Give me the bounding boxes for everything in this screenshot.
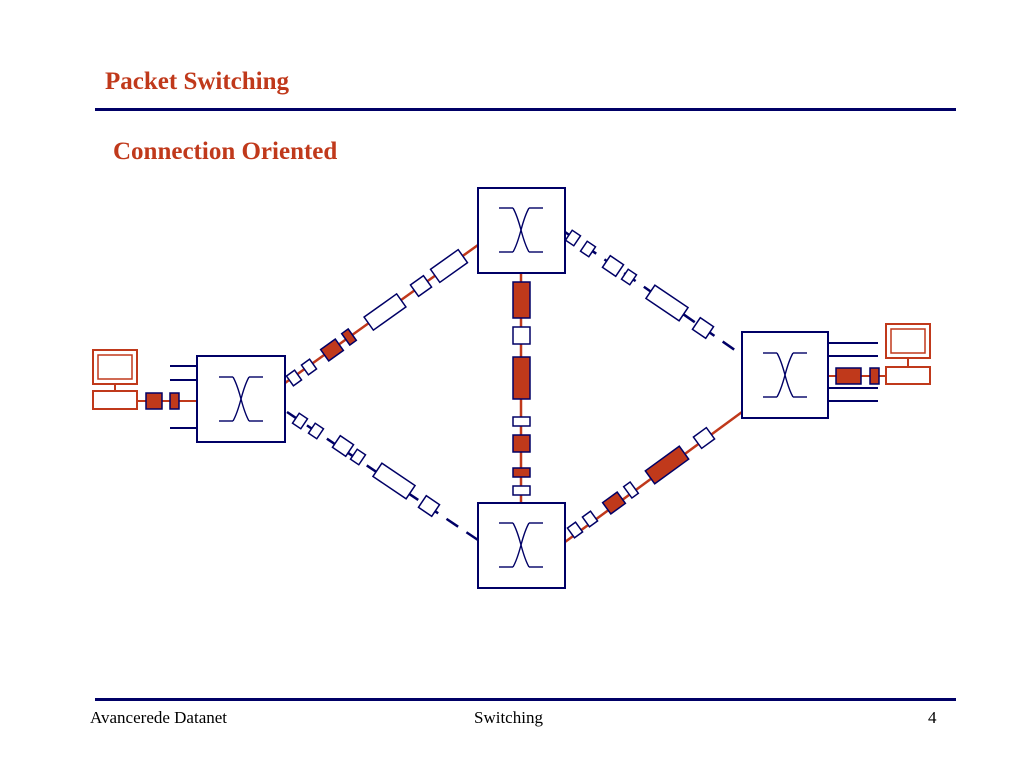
footer-course: Avancerede Datanet bbox=[90, 708, 228, 727]
packet bbox=[285, 369, 303, 387]
packet bbox=[512, 356, 531, 400]
packet bbox=[644, 284, 690, 322]
packet bbox=[620, 268, 638, 286]
packet bbox=[691, 316, 715, 340]
packet bbox=[564, 229, 582, 247]
packet bbox=[291, 412, 309, 430]
footer-divider bbox=[95, 698, 956, 701]
packet bbox=[169, 392, 180, 410]
packet bbox=[644, 445, 690, 485]
packet bbox=[512, 326, 531, 345]
packet bbox=[692, 426, 716, 450]
packet bbox=[581, 510, 599, 528]
switch-top bbox=[477, 187, 566, 274]
switch-bottom bbox=[477, 502, 566, 589]
packet bbox=[371, 462, 417, 500]
packet bbox=[512, 467, 531, 478]
switch-right bbox=[741, 331, 829, 419]
packet bbox=[869, 367, 880, 385]
packet bbox=[145, 392, 163, 410]
host-right bbox=[885, 323, 931, 385]
packet bbox=[512, 281, 531, 319]
packet bbox=[579, 240, 597, 258]
page-number: 4 bbox=[928, 708, 937, 727]
computer-terminal-icon bbox=[92, 349, 138, 410]
packet bbox=[331, 434, 355, 458]
packet bbox=[512, 416, 531, 427]
packet bbox=[601, 490, 627, 516]
packet bbox=[409, 274, 433, 298]
packet bbox=[319, 338, 345, 362]
packet bbox=[512, 485, 531, 496]
packet bbox=[349, 448, 367, 466]
packet bbox=[512, 434, 531, 453]
packet bbox=[601, 254, 625, 278]
packet bbox=[429, 248, 469, 284]
host-left bbox=[92, 349, 138, 410]
packet bbox=[835, 367, 862, 385]
slide-title: Packet Switching bbox=[105, 68, 290, 95]
packet bbox=[307, 422, 325, 440]
packet bbox=[340, 327, 358, 347]
footer-topic: Switching bbox=[474, 708, 543, 727]
title-divider bbox=[95, 108, 956, 111]
packet bbox=[622, 480, 640, 500]
packet bbox=[300, 358, 318, 376]
packet bbox=[417, 494, 441, 518]
slide-subtitle: Connection Oriented bbox=[113, 138, 338, 165]
computer-terminal-icon bbox=[885, 323, 931, 385]
switch-left bbox=[196, 355, 286, 443]
packet bbox=[566, 521, 584, 539]
packet bbox=[363, 292, 407, 332]
